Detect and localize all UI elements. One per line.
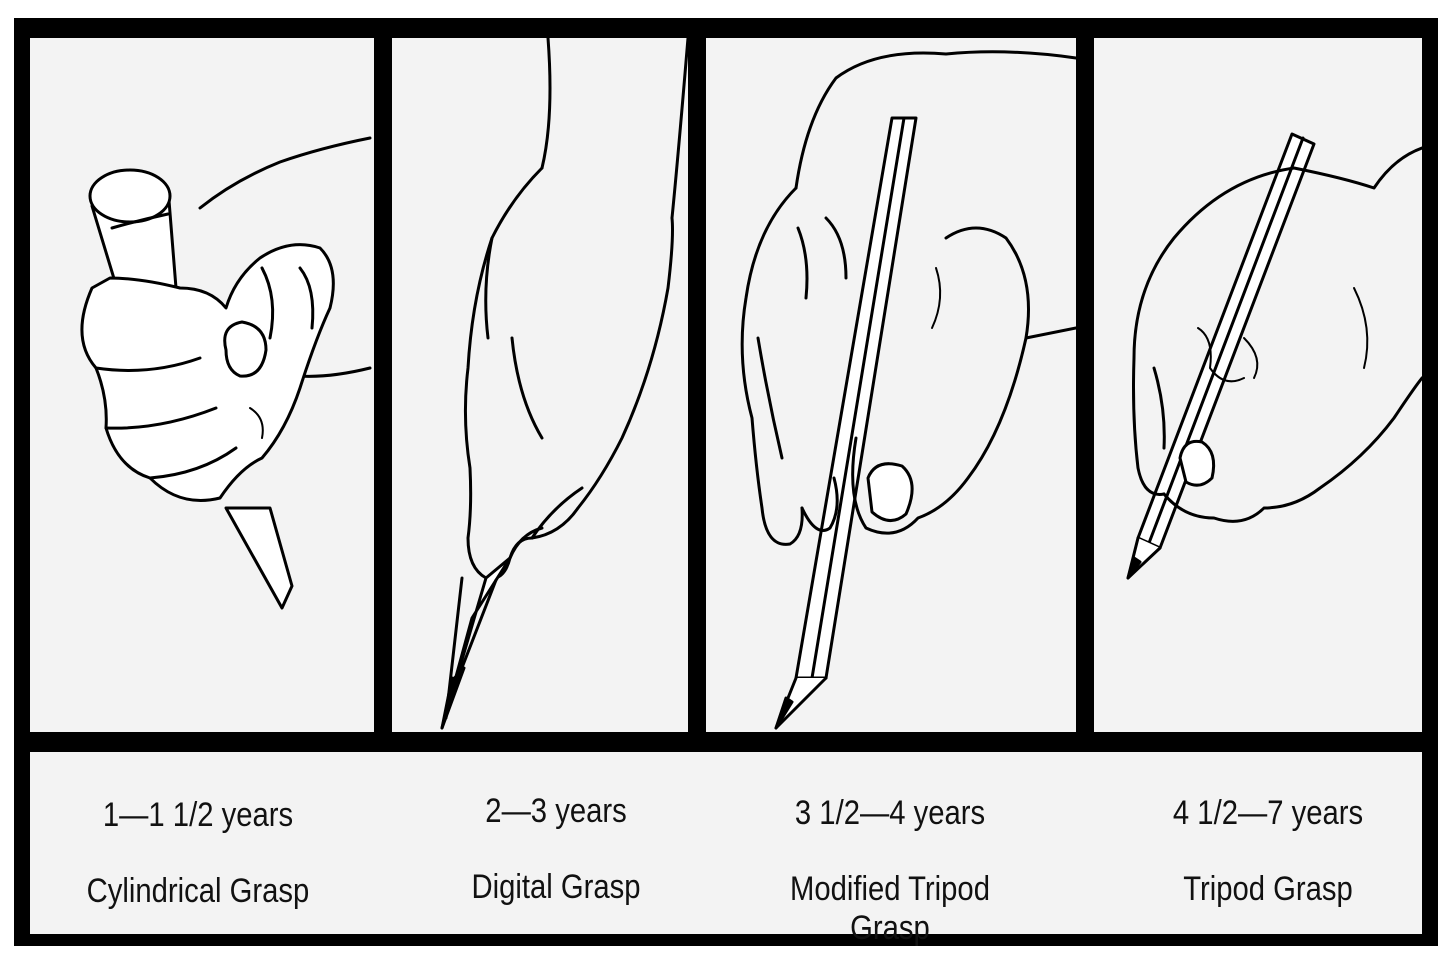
panel-cylindrical-grasp bbox=[30, 38, 374, 732]
diagram-frame: 1—1 1/2 years Cylindrical Grasp 2—3 year… bbox=[14, 18, 1438, 946]
stage-name: Digital Grasp bbox=[427, 868, 685, 907]
panel-digital-grasp bbox=[392, 38, 688, 732]
hand-modified-tripod-grasp-pencil-icon bbox=[706, 38, 1076, 732]
hand-cylindrical-grasp-crayon-icon bbox=[30, 38, 374, 732]
stage-age: 3 1/2—4 years bbox=[761, 794, 1019, 833]
panel-tripod-grasp bbox=[1094, 38, 1422, 732]
stage-name: Tripod Grasp bbox=[1139, 870, 1397, 909]
stage-name: Cylindrical Grasp bbox=[69, 872, 327, 911]
caption-strip: 1—1 1/2 years Cylindrical Grasp 2—3 year… bbox=[30, 752, 1422, 934]
hand-digital-grasp-pencil-icon bbox=[392, 38, 688, 732]
stage-age: 2—3 years bbox=[427, 792, 685, 831]
stage-age: 4 1/2—7 years bbox=[1139, 794, 1397, 833]
hand-tripod-grasp-pencil-icon bbox=[1094, 38, 1422, 732]
panel-modified-tripod-grasp bbox=[706, 38, 1076, 732]
stage-name: Modified Tripod Grasp bbox=[761, 870, 1019, 948]
stage-age: 1—1 1/2 years bbox=[69, 796, 327, 835]
